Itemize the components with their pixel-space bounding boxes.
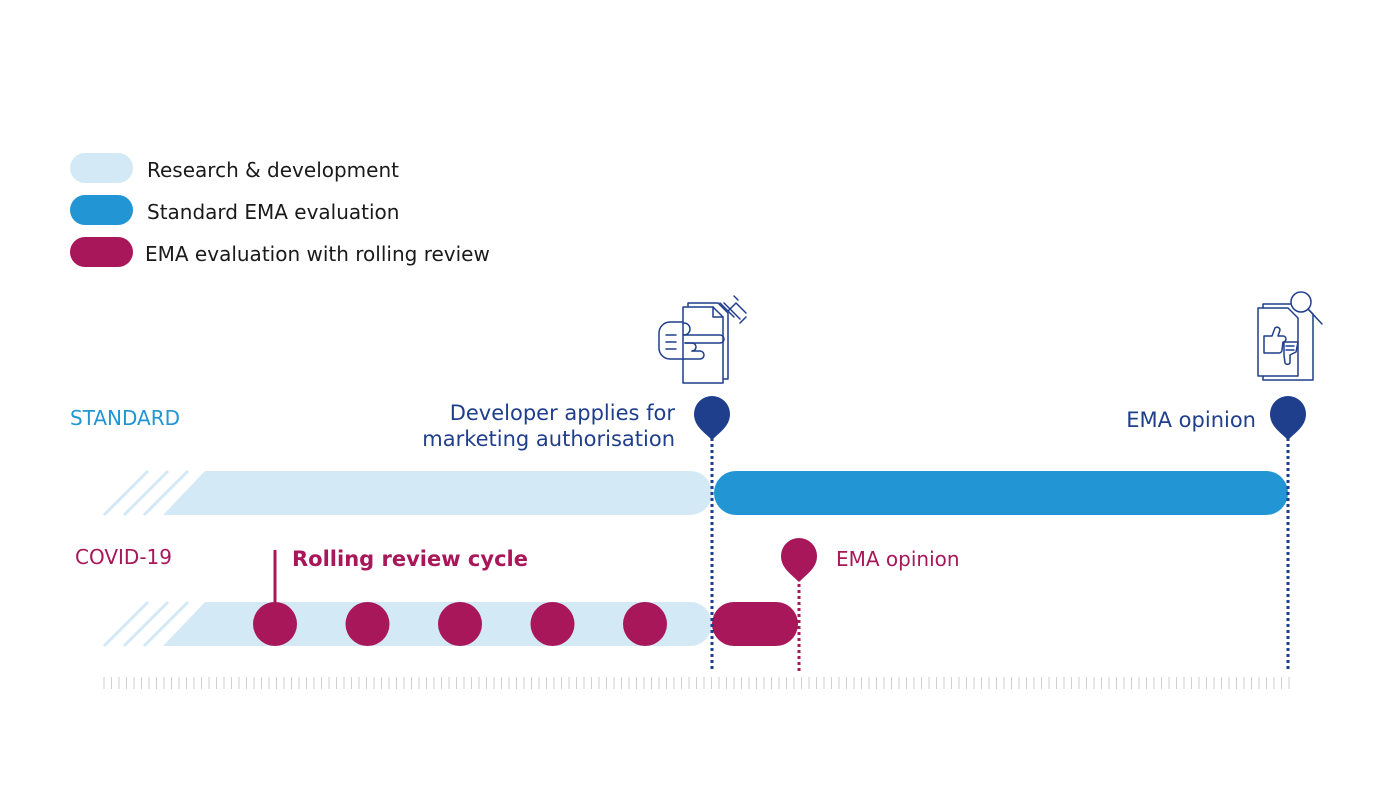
rolling-review-dot (253, 602, 297, 646)
application-label-line1: Developer applies for (450, 401, 676, 425)
covid-opinion-label: EMA opinion (836, 547, 960, 571)
legend-item-research: Research & development (70, 153, 399, 183)
legend-swatch-rolling (70, 237, 133, 267)
legend-label-rolling: EMA evaluation with rolling review (145, 242, 490, 266)
rolling-review-dot (345, 602, 390, 646)
rolling-review-dot (438, 602, 482, 646)
standard-opinion-pin-icon (1270, 396, 1306, 440)
standard-hatch-lines (102, 469, 190, 517)
legend-item-rolling: EMA evaluation with rolling review (70, 237, 490, 267)
standard-opinion-label: EMA opinion (1126, 408, 1256, 432)
legend-item-standard: Standard EMA evaluation (70, 195, 399, 225)
covid-research-segment (163, 602, 712, 646)
standard-research-segment (163, 471, 712, 515)
row-label-covid: COVID-19 (75, 545, 172, 569)
covid-opinion-pin-icon (781, 538, 817, 582)
legend: Research & development Standard EMA eval… (70, 153, 490, 267)
covid-ema-evaluation-bar (712, 602, 798, 646)
row-label-standard: STANDARD (70, 406, 180, 430)
covid-research-bar (102, 600, 712, 648)
timeline-ruler (103, 677, 1290, 689)
document-pointing-hand-syringe-icon (658, 295, 747, 384)
rolling-review-cycle-label: Rolling review cycle (292, 547, 528, 571)
standard-ema-evaluation-bar (714, 471, 1288, 515)
document-magnifier-thumbs-icon (1257, 291, 1323, 381)
legend-label-research: Research & development (147, 158, 399, 182)
legend-swatch-standard (70, 195, 133, 225)
legend-swatch-research (70, 153, 133, 183)
rolling-review-dots (253, 602, 667, 646)
standard-research-bar (102, 469, 712, 517)
covid-hatch-lines (102, 600, 190, 648)
application-label-line2: marketing authorisation (422, 427, 675, 451)
legend-label-standard: Standard EMA evaluation (147, 200, 399, 224)
application-pin-icon (694, 396, 730, 440)
rolling-review-dot (623, 602, 667, 646)
rolling-review-dot (530, 602, 575, 646)
